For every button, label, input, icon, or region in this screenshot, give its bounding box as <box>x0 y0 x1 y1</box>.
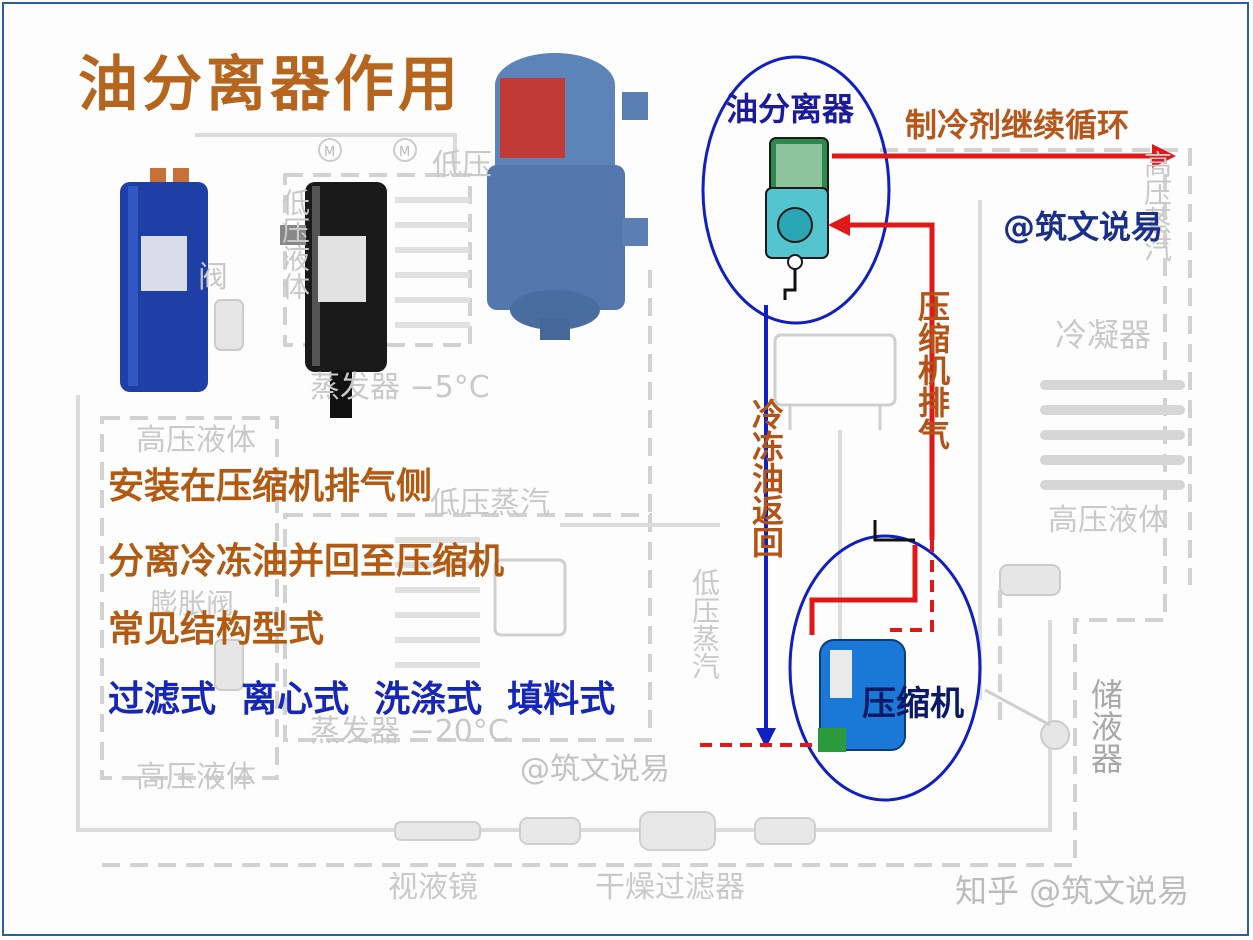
bg-label-low-vapor-vertical: 低压蒸汽 <box>688 568 721 680</box>
bg-label-sight-glass: 视液镜 <box>388 870 478 905</box>
compressor-discharge-label: 压缩机排气 <box>913 290 951 450</box>
oil-separator-schematic <box>765 137 829 300</box>
bullet-structure-types: 常见结构型式 <box>108 609 325 650</box>
compressor-label: 压缩机 <box>862 684 964 724</box>
bullet-separate-oil: 分离冷冻油并回至压缩机 <box>108 541 505 582</box>
bg-label-evaporator-2: 蒸发器 −20°C <box>310 714 509 749</box>
bg-label-condenser: 冷凝器 <box>1055 316 1152 354</box>
bg-label-valve: 阀 <box>198 260 228 295</box>
discharge-arrowhead <box>828 214 850 236</box>
oil-separator-product-image <box>487 53 648 340</box>
discharge-line-dashed <box>885 540 934 632</box>
blue-filter-product-image <box>120 168 208 392</box>
compressor-pipe <box>873 520 915 542</box>
solenoid-valve-icons: M M <box>318 138 417 162</box>
svg-text:M: M <box>399 145 410 160</box>
receiver-line <box>984 688 1051 727</box>
oil-return-arrowhead <box>756 728 776 748</box>
compressor-schematic <box>818 639 906 752</box>
sight-glass-and-filter-icons <box>394 811 816 851</box>
separator-types-line: 过滤式 离心式 洗涤式 填料式 <box>108 679 616 720</box>
svg-text:M: M <box>324 145 335 160</box>
oil-separator-circle <box>701 55 891 325</box>
bg-label-low-vapor: 低压蒸汽 <box>430 486 550 521</box>
oil-return-label: 冷冻油返回 <box>747 398 785 558</box>
faded-compressor-unit <box>493 333 897 637</box>
bullet-install-position: 安装在压缩机排气侧 <box>108 466 433 507</box>
bg-label-high-vapor-vertical: 高压蒸汽 <box>1140 150 1173 262</box>
bg-label-low-liquid: 低压液体 <box>278 188 311 300</box>
bg-label-high-liquid-2: 高压液体 <box>136 760 256 795</box>
oil-separator-label: 油分离器 <box>726 90 855 128</box>
refrigerant-continue-label: 制冷剂继续循环 <box>905 106 1130 144</box>
bg-label-receiver: 储液器 <box>1086 678 1124 774</box>
refrigerant-out-arrowhead <box>1152 144 1176 168</box>
bg-label-expansion-valve: 膨胀阀 <box>150 587 235 620</box>
bg-label-high-liquid-1: 高压液体 <box>136 423 256 458</box>
bg-label-dryer-filter: 干燥过滤器 <box>595 870 745 905</box>
expansion-valve-icons <box>214 299 1070 750</box>
watermark-handle: @筑文说易 <box>1003 208 1164 246</box>
bg-label-high-liquid-3: 高压液体 <box>1048 503 1168 538</box>
compressor-circle <box>788 534 982 802</box>
watermark-corner: 知乎 @筑文说易 <box>955 872 1190 910</box>
condenser-coil <box>1040 380 1185 490</box>
discharge-line <box>809 222 935 635</box>
evaporator-coil <box>395 197 480 668</box>
black-separator-product-image <box>280 182 387 418</box>
bg-label-evaporator-1: 蒸发器 −5°C <box>310 370 490 405</box>
bg-label-low-pressure: 低压 <box>432 148 492 183</box>
page-title: 油分离器作用 <box>78 50 462 120</box>
watermark-mid: @筑文说易 <box>520 752 670 787</box>
